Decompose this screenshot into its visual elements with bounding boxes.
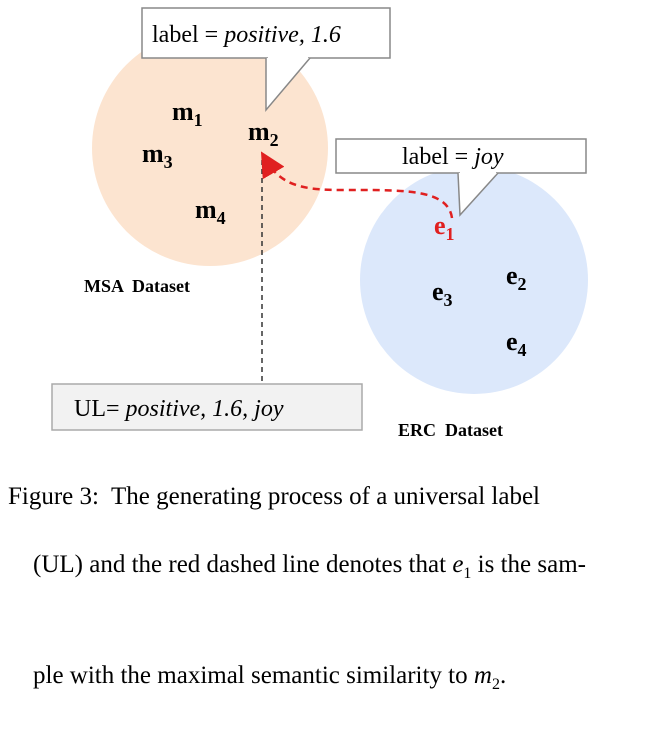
erc-label-value: joy [471, 144, 504, 170]
ul-value: positive, 1.6, joy [124, 396, 284, 422]
svg-text:UL= positive, 1.6, joy: UL= positive, 1.6, joy [74, 396, 284, 422]
caption-var-e: e [452, 551, 464, 578]
msa-node-m3: m3 [142, 139, 173, 172]
erc-dataset-circle [360, 166, 588, 394]
msa-dataset-label: MSA Dataset [84, 276, 190, 296]
caption-line-1: Figure 3: The generating process of a un… [8, 483, 541, 510]
msa-label-value: positive, 1.6 [222, 22, 341, 48]
msa-node-m4: m4 [195, 195, 226, 228]
msa-node-m1: m1 [172, 97, 203, 130]
ul-prefix: UL= [74, 396, 126, 422]
caption-line-3: ple with the maximal semantic similarity… [33, 662, 507, 693]
diagram: label = positive, 1.6 label = joy m1 m2 … [51, 7, 588, 440]
svg-text:label = positive, 1.6: label = positive, 1.6 [152, 22, 341, 48]
erc-label-callout: label = joy [335, 138, 587, 217]
erc-dataset-label: ERC Dataset [398, 420, 503, 440]
similarity-arrow [260, 151, 454, 219]
erc-label-prefix: label = [402, 144, 474, 170]
msa-node-m2: m2 [248, 117, 279, 150]
msa-label-prefix: label = [152, 22, 224, 48]
caption-line-2: (UL) and the red dashed line denotes tha… [33, 551, 586, 582]
figure-caption: Figure 3: The generating process of a un… [8, 480, 658, 736]
erc-node-e2: e2 [506, 261, 527, 294]
svg-text:label = joy: label = joy [402, 144, 504, 170]
msa-label-callout: label = positive, 1.6 [141, 7, 391, 113]
erc-node-e4: e4 [506, 327, 527, 360]
caption-var-m: m [473, 662, 492, 689]
erc-node-e3: e3 [432, 277, 453, 310]
erc-node-e1: e1 [434, 211, 455, 244]
universal-label-box: UL= positive, 1.6, joy [51, 383, 363, 431]
